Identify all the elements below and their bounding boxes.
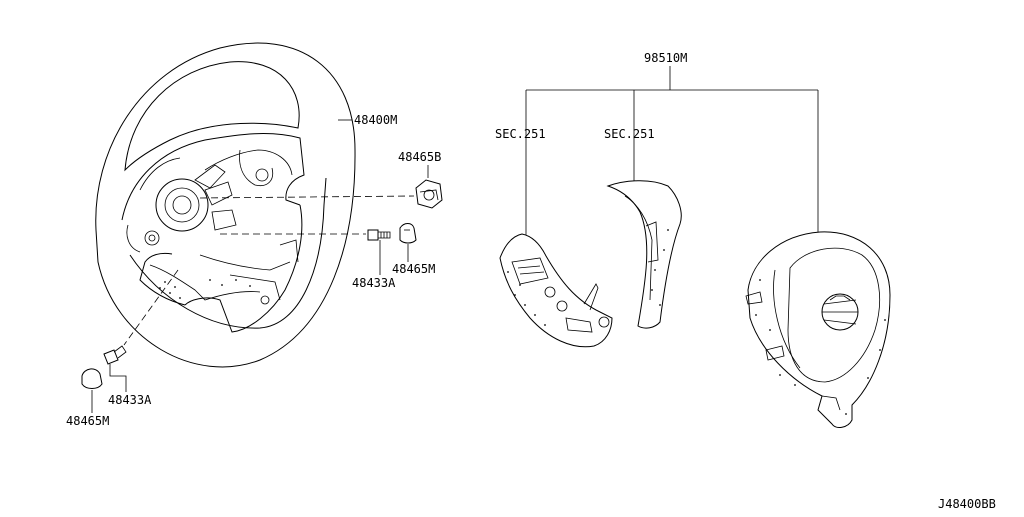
- airbag-module: [745, 231, 891, 428]
- label-48433a-left: 48433A: [108, 393, 152, 407]
- cap-48465m-left: [81, 368, 103, 389]
- bolt-48433a-right: [367, 229, 391, 241]
- switch-cover-left: [499, 233, 613, 348]
- cap-48465m-right: [399, 223, 417, 244]
- diagram-code: J48400BB: [938, 497, 996, 511]
- label-48433a-right: 48433A: [352, 276, 396, 290]
- label-48465b: 48465B: [398, 150, 441, 164]
- label-sec251-right: SEC.251: [604, 127, 655, 141]
- switch-cover-right: [606, 180, 682, 329]
- label-98510m: 98510M: [644, 51, 687, 65]
- label-48465m-right: 48465M: [392, 262, 435, 276]
- nut-48465b: [415, 179, 443, 209]
- label-48400m: 48400M: [354, 113, 397, 127]
- bolt-48433a-left: [103, 345, 127, 365]
- label-sec251-left: SEC.251: [495, 127, 546, 141]
- steering-wheel: [95, 42, 356, 368]
- label-48465m-left: 48465M: [66, 414, 109, 428]
